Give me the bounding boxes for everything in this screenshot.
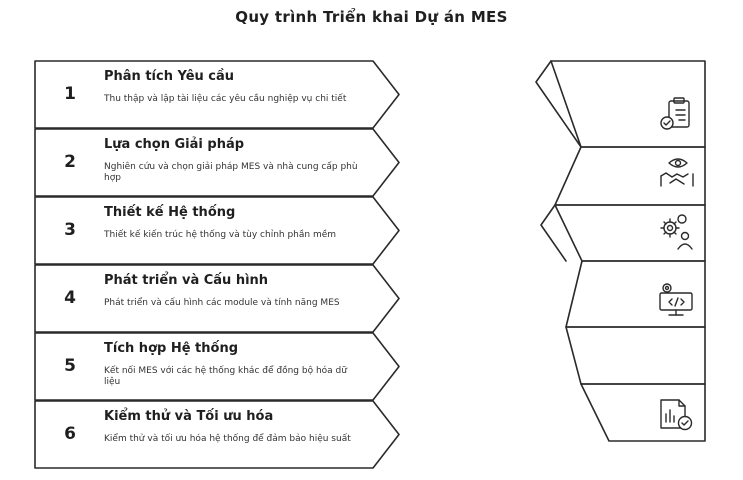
- step-number-4: 4: [64, 288, 76, 308]
- step-5: Tích hợp Hệ thống Kết nối MES với các hệ…: [104, 341, 366, 388]
- step-2: Lựa chọn Giải pháp Nghiên cứu và chọn gi…: [104, 137, 366, 184]
- step-3: Thiết kế Hệ thống Thiết kế kiến trúc hệ …: [104, 205, 366, 241]
- step-number-5: 5: [64, 356, 76, 376]
- step-number-1: 1: [64, 84, 76, 104]
- step-number-2: 2: [64, 152, 76, 172]
- gears-person-icon: [660, 214, 693, 250]
- step-title-4: Phát triển và Cấu hình: [104, 273, 269, 288]
- step-arrow-3: [34, 196, 400, 265]
- step-title-6: Kiểm thử và Tối ưu hóa: [104, 409, 274, 424]
- fold-panel-5: [565, 326, 706, 385]
- step-description-6: Kiểm thử và tối ưu hóa hệ thống để đảm b…: [104, 434, 351, 444]
- step-arrow-5: [34, 332, 400, 401]
- step-1: Phân tích Yêu cầu Thu thập và lập tài li…: [104, 69, 366, 105]
- handshake-eye-icon: [660, 158, 694, 187]
- fold-panel-6: [580, 383, 706, 442]
- step-4: Phát triển và Cấu hình Phát triển và cấu…: [104, 273, 366, 309]
- step-number-6: 6: [64, 424, 76, 444]
- step-arrow-4: [34, 264, 400, 333]
- page-title: Quy trình Triển khai Dự án MES: [235, 8, 508, 26]
- step-description-5: Kết nối MES với các hệ thống khác để đồn…: [104, 366, 347, 387]
- step-arrow-1: [34, 60, 400, 129]
- step-title-1: Phân tích Yêu cầu: [104, 69, 235, 84]
- step-description-2: Nghiên cứu và chọn giải pháp MES và nhà …: [104, 162, 358, 183]
- step-arrow-6: [34, 400, 400, 469]
- report-check-icon: [660, 399, 693, 431]
- step-title-5: Tích hợp Hệ thống: [104, 341, 239, 356]
- step-number-3: 3: [64, 220, 76, 240]
- fold-panel-4: [565, 260, 706, 328]
- step-6: Kiểm thử và Tối ưu hóa Kiểm thử và tối ư…: [104, 409, 366, 445]
- step-description-4: Phát triển và cấu hình các module và tín…: [104, 298, 340, 308]
- step-description-1: Thu thập và lập tài liệu các yêu cầu ngh…: [104, 94, 347, 104]
- step-arrow-2: [34, 128, 400, 197]
- code-monitor-icon: [659, 283, 693, 316]
- clipboard-check-icon: [660, 97, 690, 130]
- step-title-3: Thiết kế Hệ thống: [104, 205, 236, 220]
- step-title-2: Lựa chọn Giải pháp: [104, 137, 245, 152]
- step-description-3: Thiết kế kiến trúc hệ thống và tùy chỉnh…: [104, 230, 337, 240]
- fold-panel-1: [550, 60, 706, 148]
